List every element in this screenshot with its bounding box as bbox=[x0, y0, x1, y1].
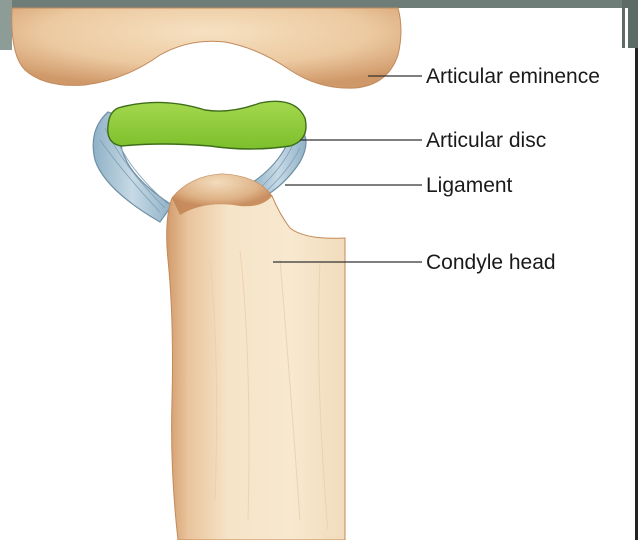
label-condyle-head: Condyle head bbox=[426, 252, 556, 273]
label-articular-eminence: Articular eminence bbox=[426, 66, 600, 87]
articular-eminence-shape bbox=[12, 8, 401, 88]
label-articular-disc: Articular disc bbox=[426, 130, 546, 151]
condyle-shape bbox=[167, 174, 345, 540]
label-ligament: Ligament bbox=[426, 175, 512, 196]
articular-disc-shape bbox=[108, 101, 306, 149]
